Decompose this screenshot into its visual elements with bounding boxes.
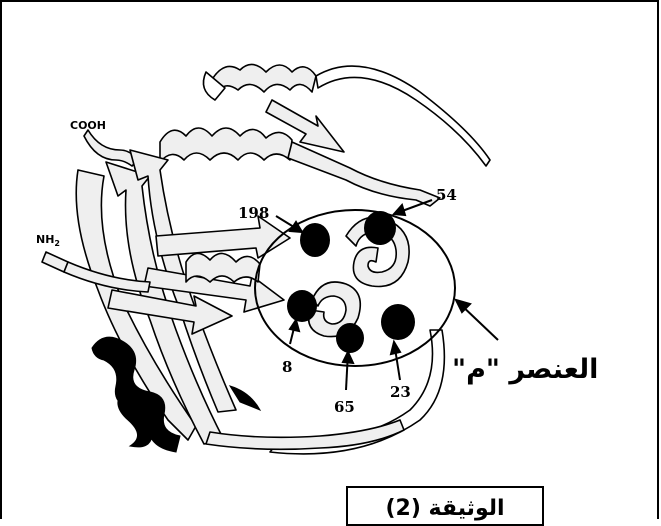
element-m-label: العنصر "م" bbox=[452, 354, 598, 385]
nh2-sub: 2 bbox=[54, 239, 60, 248]
residue-label-54: 54 bbox=[436, 188, 457, 203]
nh2-main: NH bbox=[36, 233, 54, 246]
protein-ribbon bbox=[42, 64, 490, 453]
nh2-label: NH2 bbox=[36, 234, 60, 248]
document-caption-box: الوثيقة (2) bbox=[346, 486, 544, 526]
cooh-label: COOH bbox=[70, 120, 106, 131]
residue-label-8: 8 bbox=[282, 360, 292, 375]
document-title: الوثيقة (2) bbox=[348, 496, 542, 521]
residue-54-blob bbox=[364, 211, 396, 245]
residue-8-blob bbox=[287, 290, 317, 322]
residue-65-blob bbox=[336, 323, 364, 353]
residue-23-blob bbox=[381, 304, 415, 340]
residue-label-23: 23 bbox=[390, 385, 411, 400]
residue-label-198: 198 bbox=[238, 206, 269, 221]
residue-label-65: 65 bbox=[334, 400, 355, 415]
residue-198-blob bbox=[300, 223, 330, 257]
